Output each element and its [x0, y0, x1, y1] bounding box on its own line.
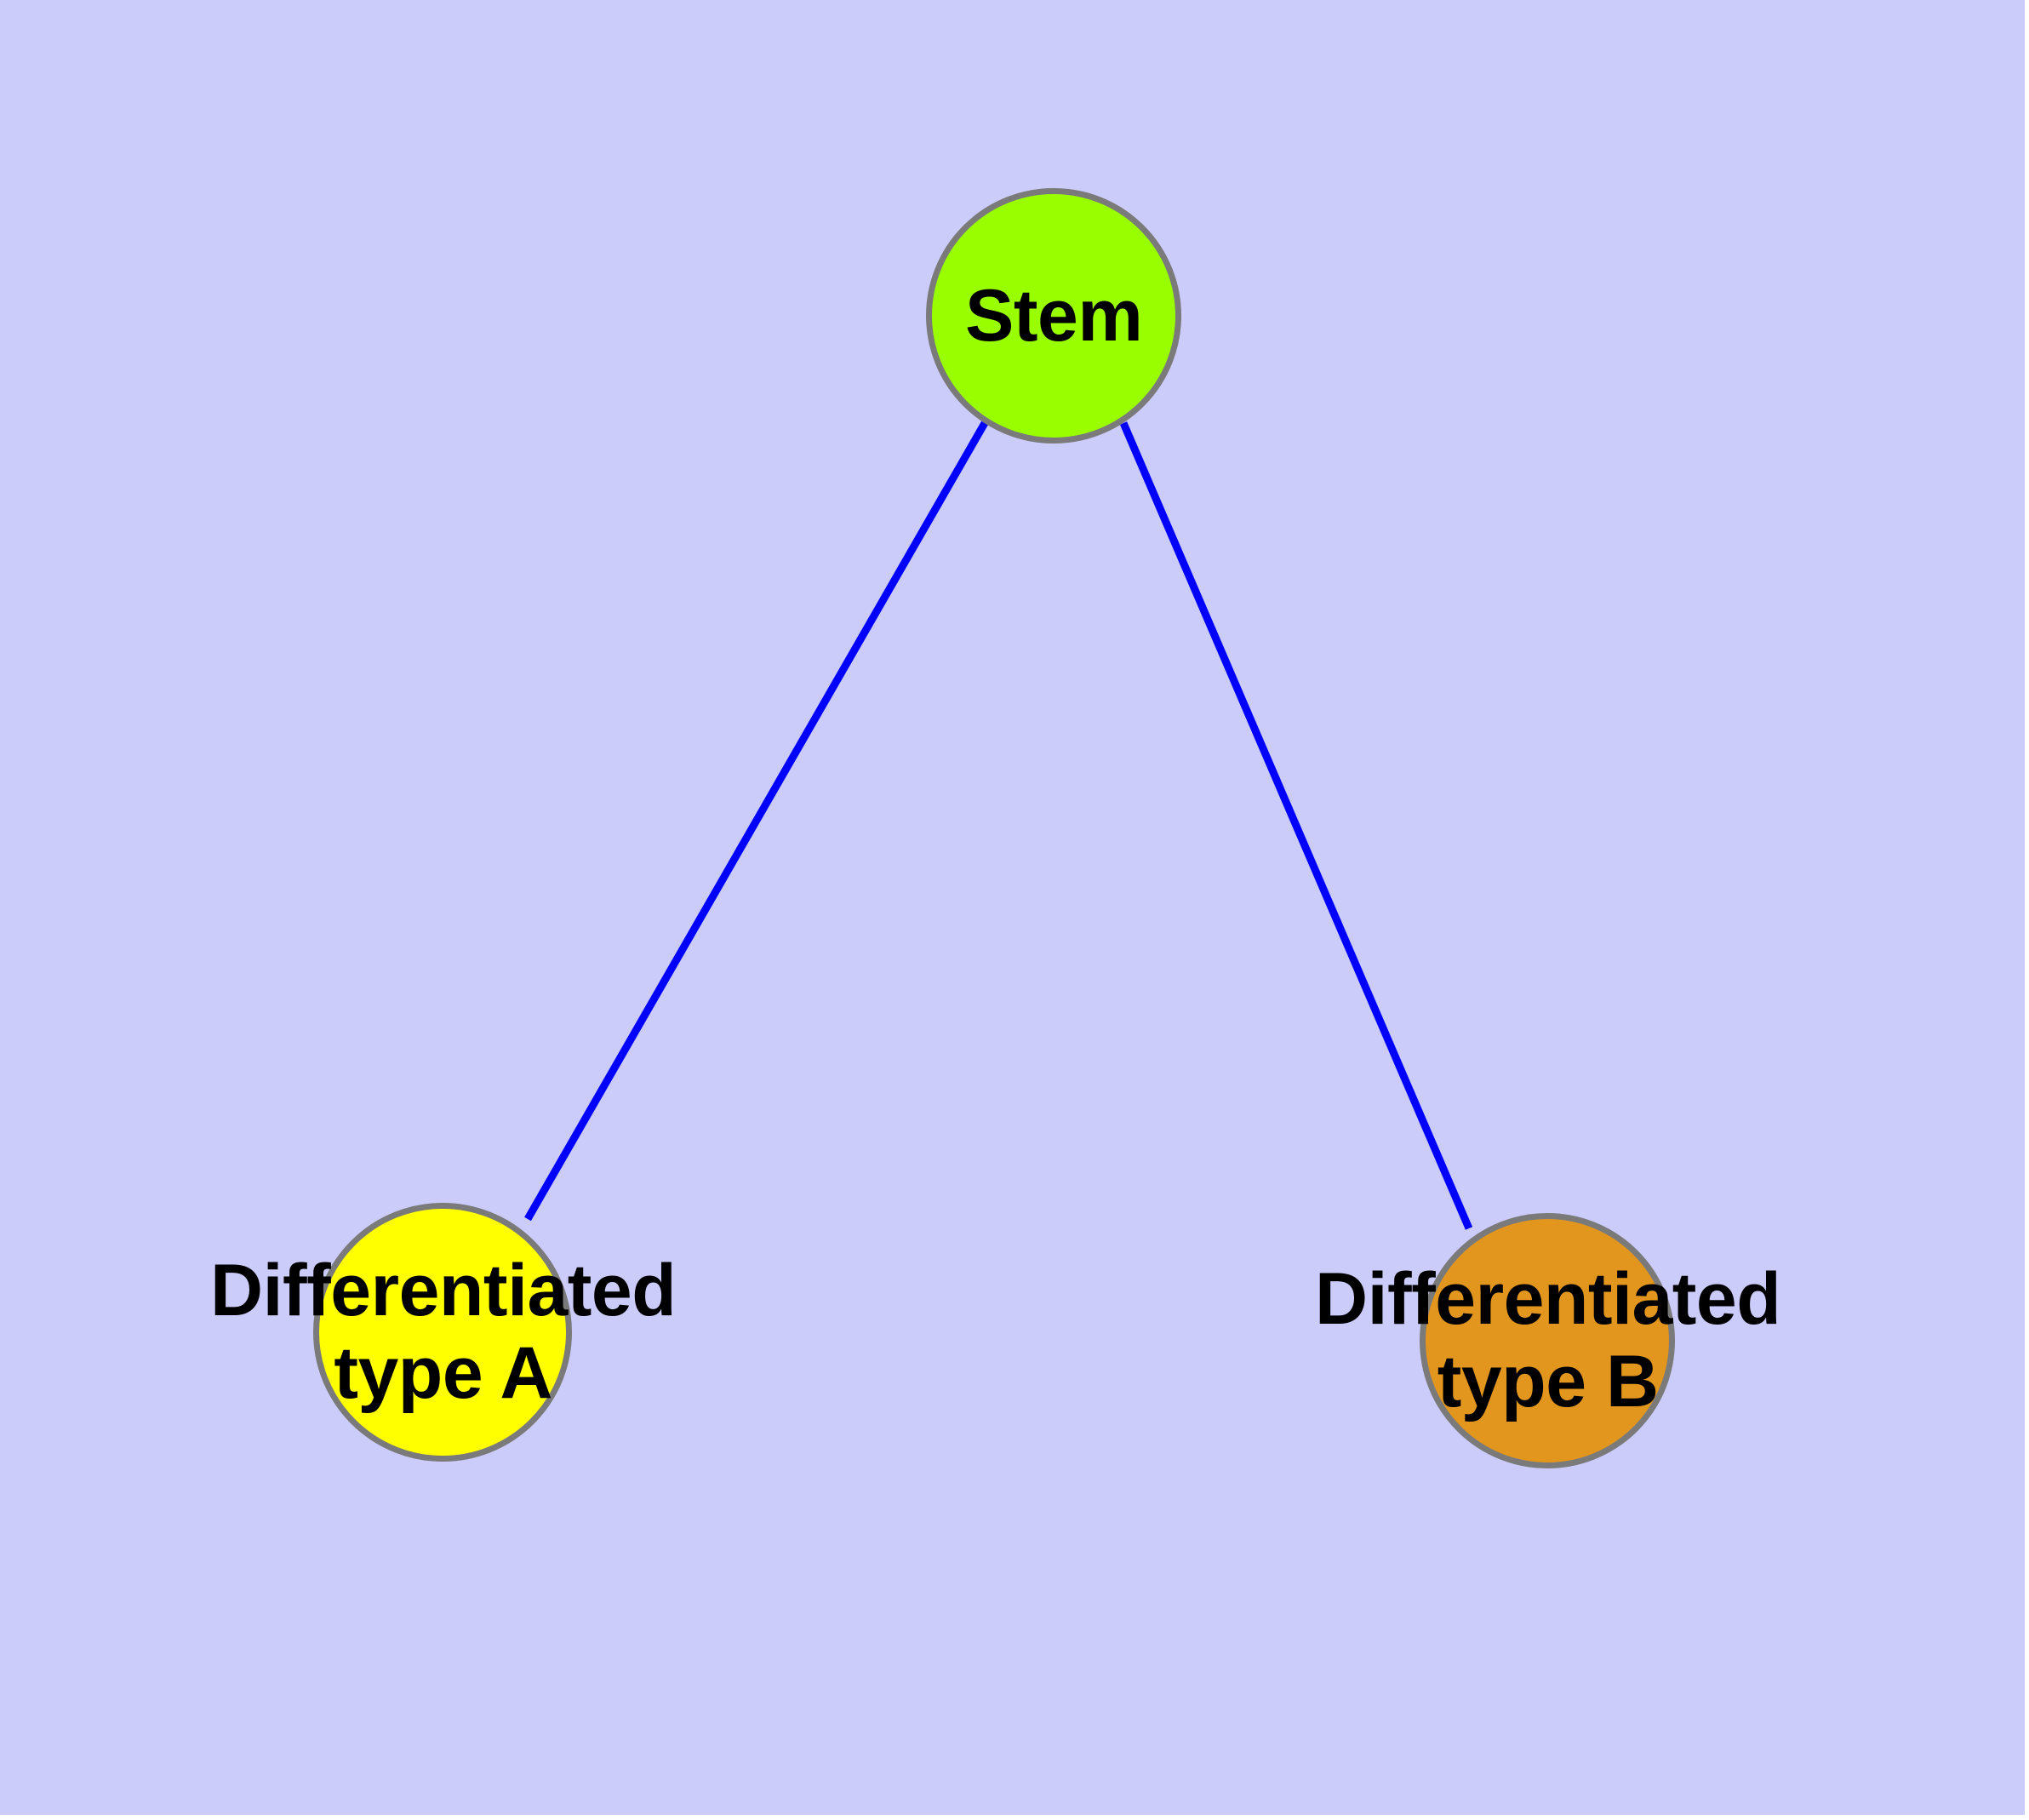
node-differentiated-type-a[interactable] [313, 1203, 572, 1462]
node-stem[interactable] [926, 188, 1181, 444]
edge-stem-to-differentiated-type-a [524, 421, 988, 1222]
edge-stem-to-differentiated-type-b [1119, 421, 1473, 1230]
node-differentiated-type-b[interactable] [1420, 1213, 1675, 1468]
